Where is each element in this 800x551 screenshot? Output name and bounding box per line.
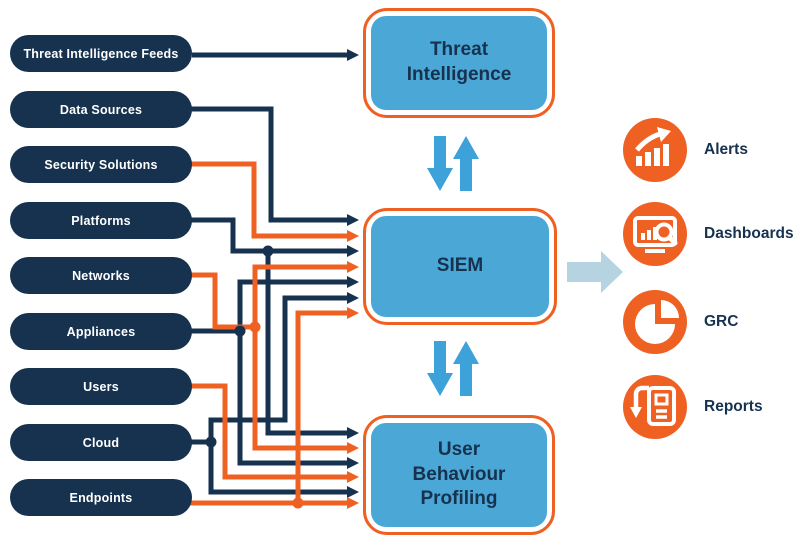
connector-networks-to-siem	[252, 261, 359, 327]
output-reports: Reports	[623, 375, 763, 439]
output-label: Alerts	[704, 141, 748, 158]
output-label: Reports	[704, 398, 763, 415]
node-label: User Behaviour Profiling	[412, 438, 506, 510]
source-pill-label: Cloud	[82, 435, 120, 450]
output-dashboards: Dashboards	[623, 202, 794, 266]
connector-platforms-to-siem	[190, 217, 359, 257]
connector-appliances-to-ubp	[237, 331, 359, 469]
node-siem-body: SIEM	[371, 216, 549, 317]
connector-users-to-ubp	[190, 383, 359, 483]
source-pill-cloud: Cloud	[10, 424, 192, 461]
source-pill-label: Security Solutions	[44, 157, 158, 172]
junction-dot-cloud	[205, 436, 217, 448]
connector-appliances-to-siem	[237, 276, 359, 331]
output-alerts: Alerts	[623, 118, 748, 182]
junction-dot-endpoints	[292, 497, 304, 509]
junction-dot-platforms	[262, 245, 274, 257]
siem-to-outputs-arrow-icon	[567, 251, 623, 293]
connector-cloud-to-ubp	[208, 442, 359, 498]
node-label: Threat Intelligence	[406, 39, 512, 85]
connector-networks-to-ubp	[252, 327, 359, 454]
source-pill-security-solutions: Security Solutions	[10, 146, 192, 183]
exchange-arrows-ti-siem	[427, 136, 479, 191]
node-user-behaviour-profiling: User Behaviour Profiling	[363, 415, 555, 535]
source-pill-data-sources: Data Sources	[10, 91, 192, 128]
connector-security-solutions-to-siem	[190, 161, 359, 242]
pie-chart-icon	[623, 290, 687, 354]
node-threat-intelligence-body: Threat Intelligence	[371, 16, 547, 110]
rising-bar-chart-icon	[623, 118, 687, 182]
output-label: Dashboards	[704, 225, 794, 242]
node-siem: SIEM	[363, 208, 557, 325]
source-pill-networks: Networks	[10, 257, 192, 294]
up-arrow-icon	[453, 136, 479, 191]
source-pill-label: Threat Intelligence Feeds	[23, 46, 179, 61]
connector-cloud-to-siem	[208, 292, 359, 442]
source-pill-platforms: Platforms	[10, 202, 192, 239]
connector-data-sources-to-siem	[190, 106, 359, 226]
source-pill-users: Users	[10, 368, 192, 405]
source-pill-label: Appliances	[66, 324, 136, 339]
source-pill-endpoints: Endpoints	[10, 479, 192, 516]
source-pill-label: Endpoints	[69, 490, 133, 505]
dashboard-monitor-magnifier-icon	[623, 202, 687, 266]
source-pill-label: Data Sources	[59, 102, 143, 117]
connector-platforms-to-ubp	[265, 251, 359, 439]
junction-dot-networks	[249, 321, 261, 333]
node-threat-intelligence: Threat Intelligence	[363, 8, 555, 118]
report-document-arrow-icon	[623, 375, 687, 439]
connector-endpoints-to-siem	[295, 307, 359, 503]
output-label: GRC	[704, 313, 739, 330]
junction-dot-appliances	[234, 325, 246, 337]
node-user-behaviour-profiling-body: User Behaviour Profiling	[371, 423, 547, 527]
source-pill-label: Users	[83, 379, 119, 394]
source-pill-appliances: Appliances	[10, 313, 192, 350]
down-arrow-icon	[427, 136, 453, 191]
source-pill-label: Networks	[72, 268, 130, 283]
down-arrow-icon	[427, 341, 453, 396]
node-label: SIEM	[436, 255, 484, 277]
up-arrow-icon	[453, 341, 479, 396]
connector-networks-trunk	[190, 272, 255, 330]
source-pill-label: Platforms	[71, 213, 131, 228]
source-pill-threat-intelligence-feeds: Threat Intelligence Feeds	[10, 35, 192, 72]
exchange-arrows-siem-ubp	[427, 341, 479, 396]
junction-dots	[205, 245, 304, 509]
output-grc: GRC	[623, 290, 738, 354]
